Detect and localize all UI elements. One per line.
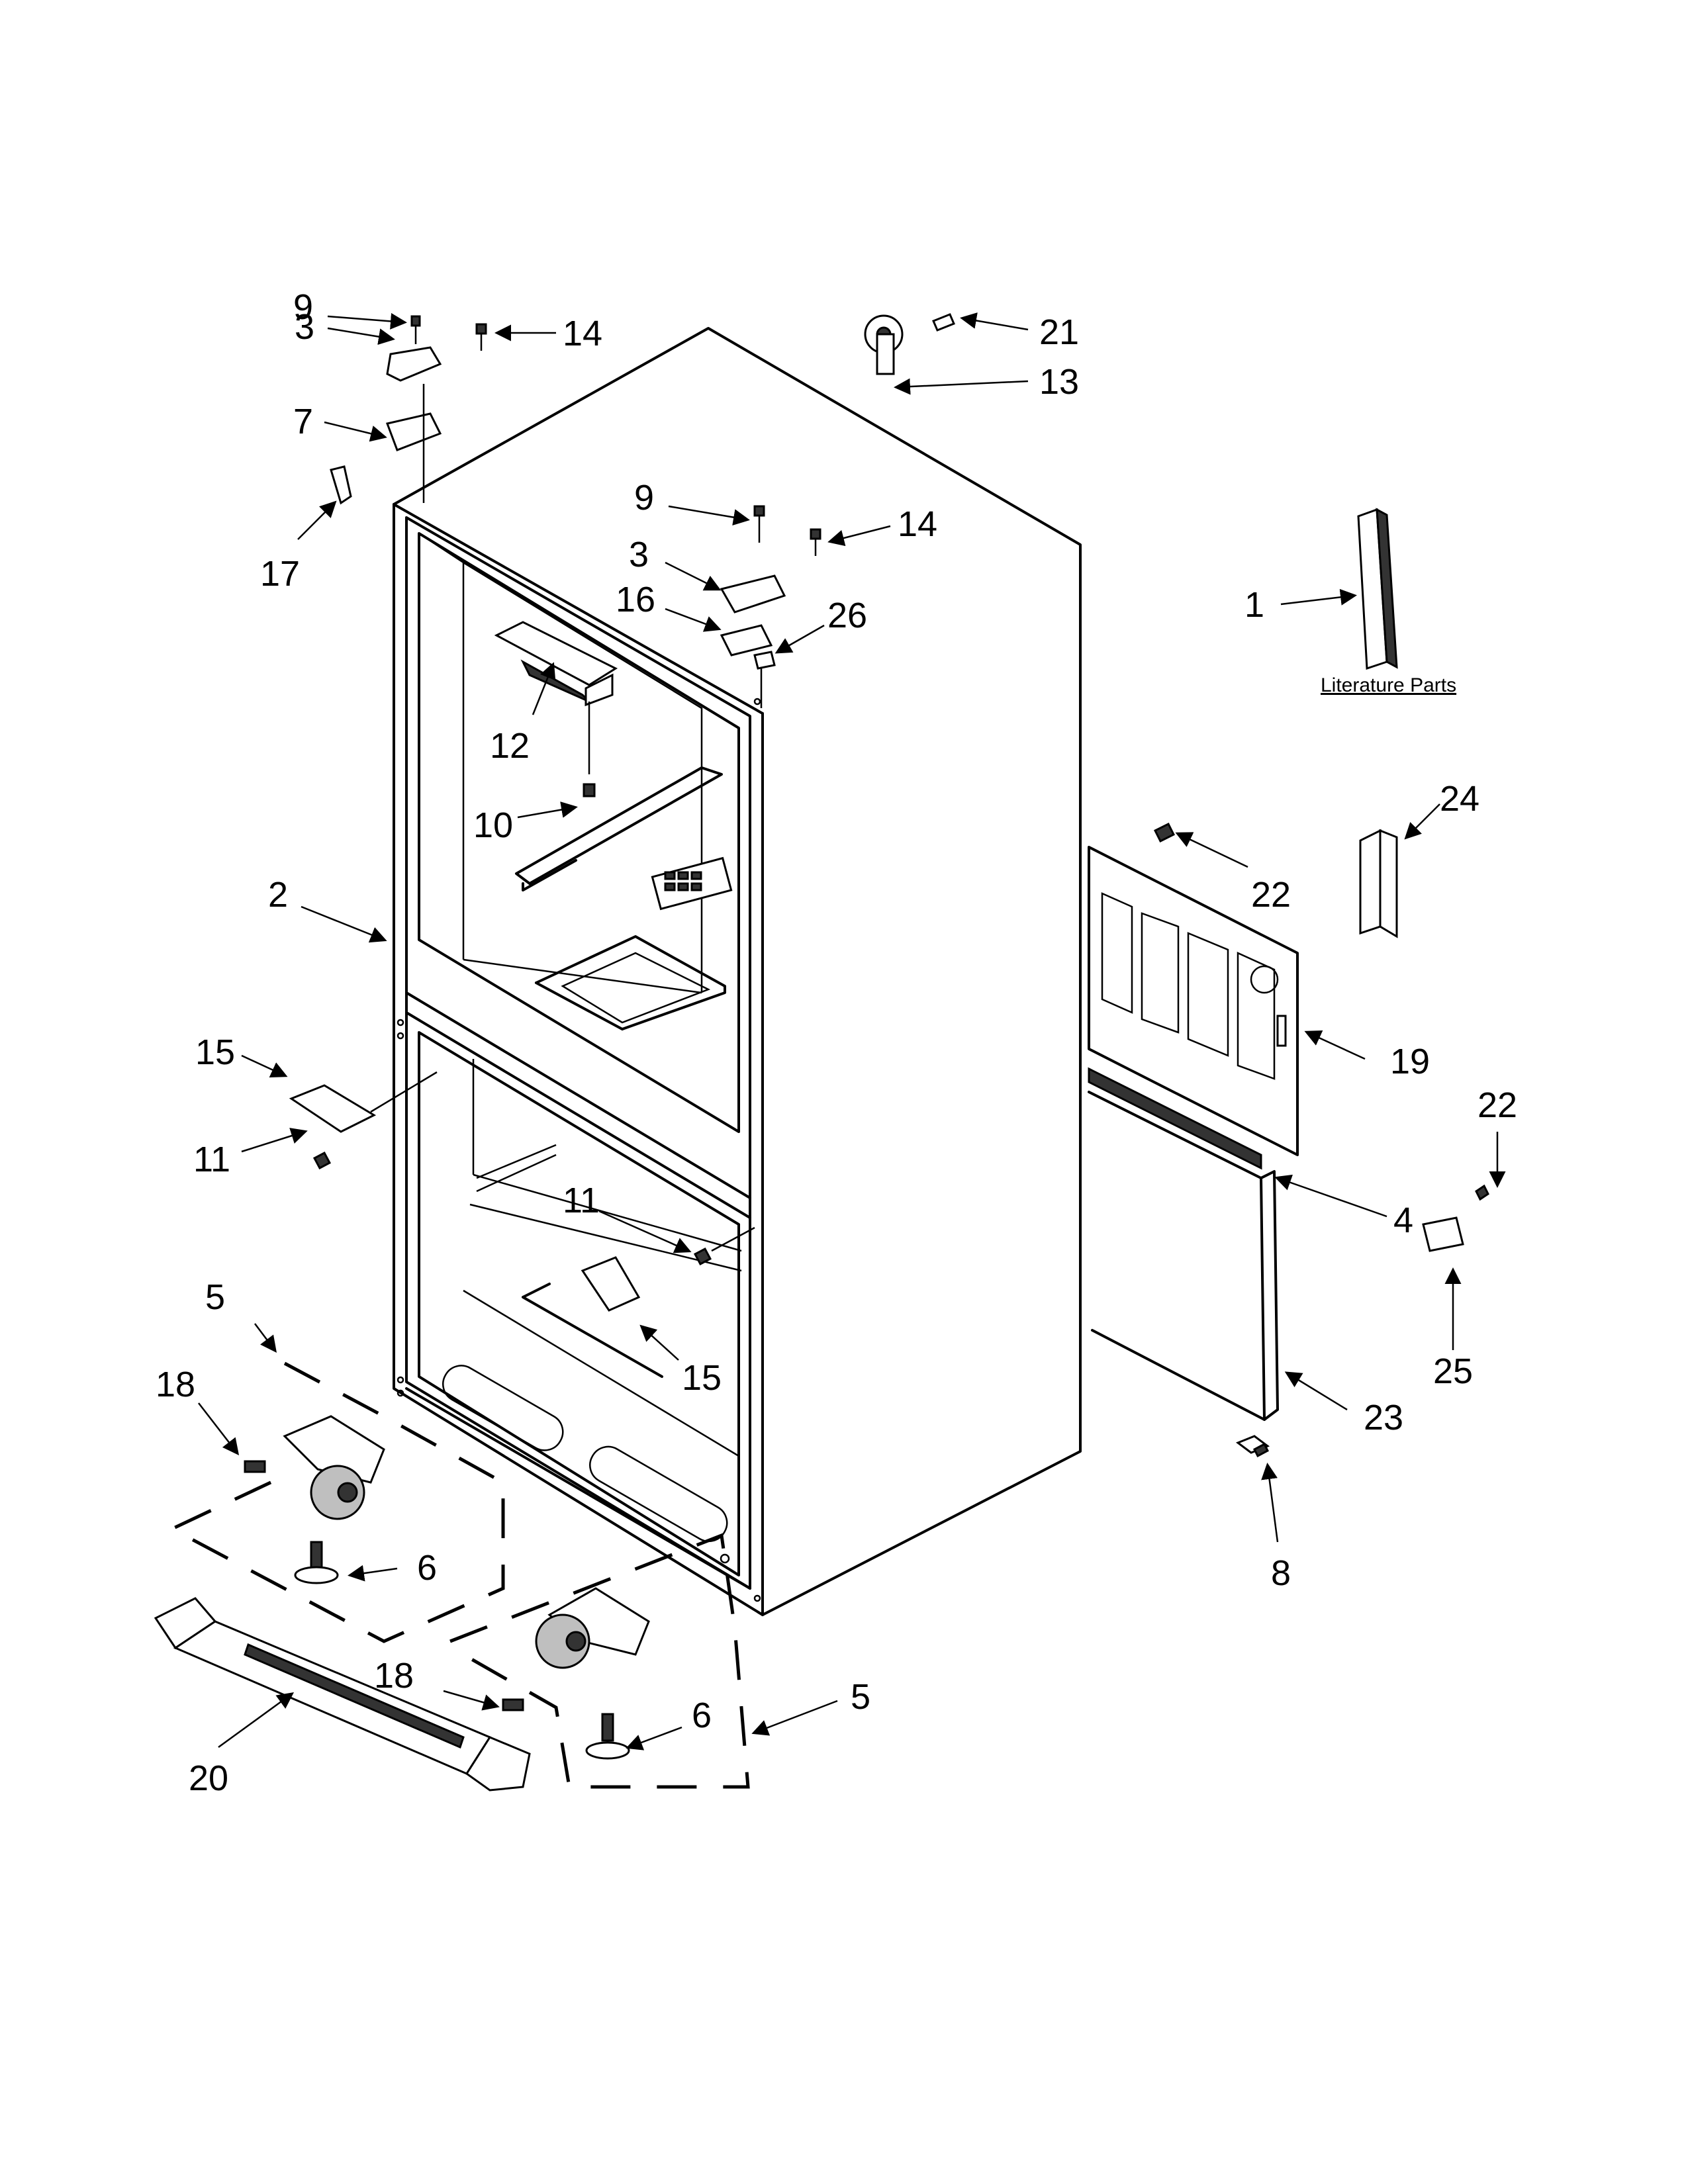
- callout-13: 13: [1039, 362, 1079, 402]
- callout-22: 22: [1477, 1085, 1517, 1125]
- callout-1: 1: [1244, 585, 1264, 625]
- door-closer-part: [864, 313, 955, 375]
- callout-20: 20: [189, 1758, 228, 1798]
- callout-9: 9: [293, 287, 313, 327]
- leader-lines: [198, 312, 1506, 1751]
- leveling-leg-right: [585, 1713, 630, 1760]
- callout-23: 23: [1364, 1398, 1403, 1437]
- compressor-cover-part: [1088, 846, 1299, 1156]
- callout-12: 12: [490, 726, 530, 766]
- caster-outline-left: [168, 1361, 505, 1643]
- callout-9: 9: [634, 478, 654, 518]
- right-hinge-assembly: [720, 505, 821, 708]
- callout-17: 17: [260, 554, 300, 594]
- front-roller-left: [244, 1415, 385, 1520]
- callout-15: 15: [195, 1032, 235, 1072]
- callout-18: 18: [156, 1365, 195, 1404]
- callout-15: 15: [682, 1358, 722, 1398]
- callout-6: 6: [692, 1696, 712, 1735]
- channel-part: [1359, 829, 1398, 938]
- callout-labels: 9 14 3 7 17 21 13 9 14 3 16 26 1 12 10 2…: [156, 287, 1517, 1798]
- callout-5: 5: [851, 1677, 870, 1717]
- callout-11: 11: [193, 1140, 230, 1179]
- callout-19: 19: [1390, 1042, 1430, 1081]
- literature-parts-label: Literature Parts: [1321, 674, 1456, 696]
- screw-22-part: [1153, 822, 1176, 843]
- seal-strip-part: [1088, 1067, 1262, 1170]
- callout-4: 4: [1393, 1201, 1413, 1240]
- callout-3: 3: [629, 535, 649, 574]
- callout-2: 2: [268, 875, 288, 915]
- callout-7: 7: [293, 402, 313, 441]
- callout-11: 11: [563, 1181, 600, 1220]
- caster-outline-right: [449, 1533, 750, 1789]
- callout-16: 16: [616, 580, 655, 619]
- callout-21: 21: [1039, 312, 1079, 352]
- vent-grille: [651, 856, 733, 911]
- callout-18: 18: [374, 1656, 414, 1696]
- left-hinge-assembly: [330, 315, 487, 505]
- clamp-part: [1422, 1184, 1489, 1252]
- callout-10: 10: [473, 805, 513, 845]
- callout-6: 6: [417, 1548, 437, 1588]
- callout-3: 3: [295, 307, 314, 347]
- center-hinge-left: [289, 1071, 438, 1170]
- callout-26: 26: [827, 596, 867, 635]
- callout-24: 24: [1440, 779, 1479, 819]
- base-grille-part: [154, 1597, 531, 1792]
- front-panel-part: [1088, 1091, 1279, 1421]
- callout-5: 5: [205, 1277, 225, 1317]
- callout-14: 14: [563, 314, 602, 353]
- leveling-leg-left: [294, 1541, 339, 1584]
- refrigerator-cabinet: [393, 327, 1082, 1616]
- callout-8: 8: [1271, 1553, 1291, 1593]
- literature-booklet: [1357, 508, 1398, 670]
- center-hinge-right: [581, 1226, 755, 1312]
- callout-14: 14: [898, 504, 937, 544]
- clip-part: [1235, 1435, 1270, 1458]
- front-roller-right: [502, 1587, 650, 1711]
- callout-22: 22: [1251, 875, 1291, 915]
- upper-bracket-part: [494, 621, 618, 797]
- callout-25: 25: [1433, 1351, 1473, 1391]
